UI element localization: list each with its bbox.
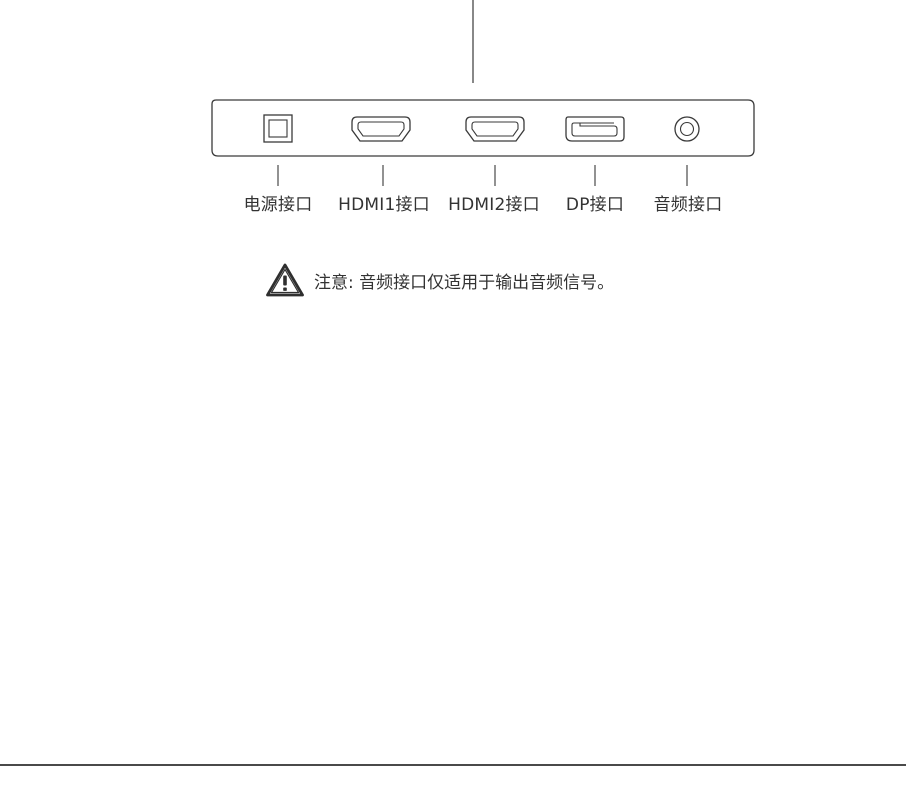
port-label-hdmi2: HDMI2接口 (448, 195, 540, 215)
port-label-dp: DP接口 (565, 195, 625, 215)
dc-power-jack-icon (263, 114, 293, 143)
audio-note: 注意: 音频接口仅适用于输出音频信号。 (266, 262, 614, 298)
warning-triangle-icon (266, 263, 304, 297)
displayport-icon (565, 116, 625, 142)
hdmi2-port-icon (465, 116, 525, 142)
port-label-power: 电源接口 (243, 195, 313, 215)
port-panel-body (211, 99, 755, 157)
bottom-divider (0, 764, 906, 766)
port-panel-diagram (211, 0, 755, 186)
port-label-audio: 音频接口 (653, 195, 723, 215)
hdmi1-port-icon (351, 116, 411, 142)
audio-jack-icon (674, 116, 700, 142)
port-label-hdmi1: HDMI1接口 (338, 195, 430, 215)
note-text: 注意: 音频接口仅适用于输出音频信号。 (314, 272, 615, 293)
